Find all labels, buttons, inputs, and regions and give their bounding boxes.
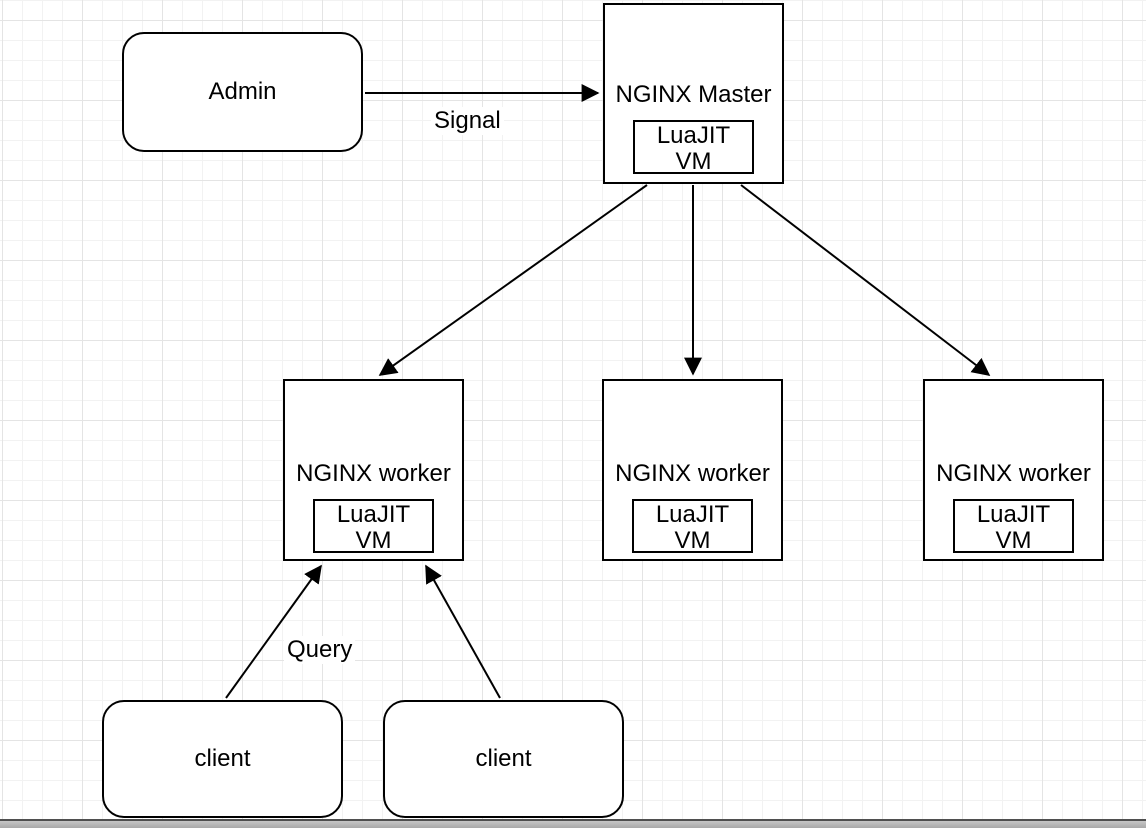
- horizontal-scrollbar[interactable]: [0, 819, 1146, 828]
- node-nginx-worker-2-label: NGINX worker: [615, 460, 770, 487]
- node-client-2-label: client: [475, 745, 532, 772]
- vm-label-line1: LuaJIT: [336, 501, 411, 528]
- node-nginx-master-label: NGINX Master: [615, 81, 772, 108]
- node-nginx-worker-2-vm[interactable]: LuaJIT VM: [632, 499, 753, 553]
- vm-label-line2: VM: [675, 148, 712, 174]
- node-nginx-worker-1-vm[interactable]: LuaJIT VM: [313, 499, 434, 553]
- node-admin[interactable]: Admin: [122, 32, 363, 152]
- edge-client2-to-worker1: [425, 564, 501, 699]
- vm-label-line1: LuaJIT: [655, 501, 730, 528]
- vm-label-line2: VM: [674, 527, 711, 553]
- node-nginx-master-vm[interactable]: LuaJIT VM: [633, 120, 754, 174]
- vm-label-line2: VM: [995, 527, 1032, 553]
- vm-label-line2: VM: [355, 527, 392, 553]
- node-nginx-worker-2[interactable]: NGINX worker LuaJIT VM: [602, 379, 783, 561]
- node-nginx-worker-1[interactable]: NGINX worker LuaJIT VM: [283, 379, 464, 561]
- node-client-2[interactable]: client: [383, 700, 624, 818]
- edge-client1-to-worker1: [225, 564, 322, 699]
- edge-master-to-worker3: [740, 184, 991, 376]
- node-admin-label: Admin: [208, 78, 277, 105]
- edge-label-query: Query: [284, 636, 356, 664]
- node-client-1-label: client: [194, 745, 251, 772]
- node-nginx-worker-1-label: NGINX worker: [296, 460, 451, 487]
- vm-label-line1: LuaJIT: [656, 122, 731, 149]
- node-nginx-worker-3-vm[interactable]: LuaJIT VM: [953, 499, 1074, 553]
- node-nginx-worker-3[interactable]: NGINX worker LuaJIT VM: [923, 379, 1104, 561]
- node-client-1[interactable]: client: [102, 700, 343, 818]
- node-nginx-master[interactable]: NGINX Master LuaJIT VM: [603, 3, 784, 184]
- vm-label-line1: LuaJIT: [976, 501, 1051, 528]
- edge-master-to-worker1: [378, 184, 648, 376]
- edge-label-signal: Signal: [431, 107, 504, 135]
- node-nginx-worker-3-label: NGINX worker: [936, 460, 1091, 487]
